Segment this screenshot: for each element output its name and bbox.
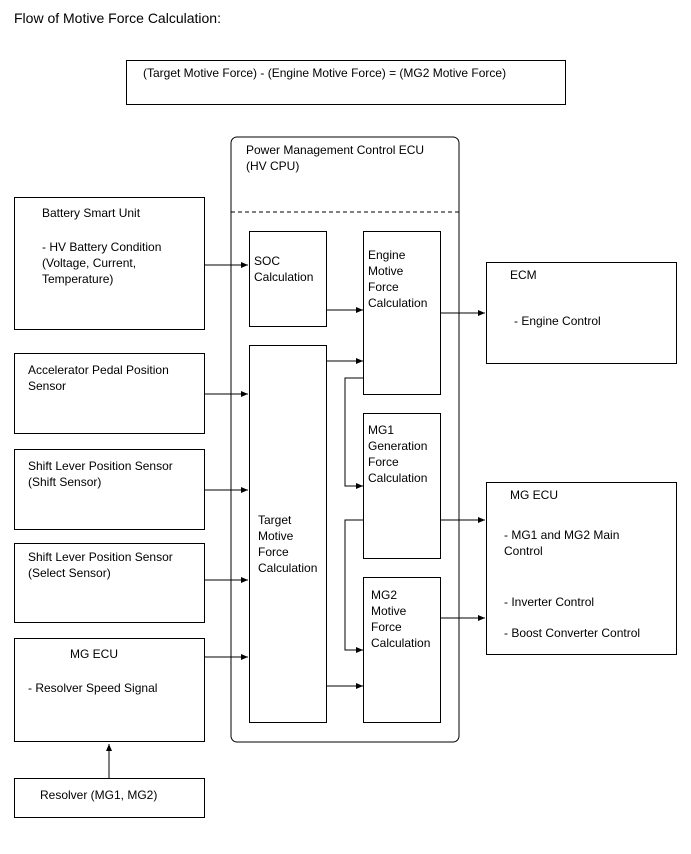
soc-line-2: Calculation xyxy=(254,270,314,284)
battery-line-3: Temperature) xyxy=(42,272,114,286)
mg-ecu-output-box xyxy=(486,482,677,655)
mg-ecu-output-line-4: - Boost Converter Control xyxy=(504,626,641,640)
page-title: Flow of Motive Force Calculation: xyxy=(14,10,221,26)
resolver-box xyxy=(14,778,205,818)
engine-line-1: Engine xyxy=(368,248,406,262)
shift-line-1: Shift Lever Position Sensor xyxy=(28,459,173,473)
engine-line-3: Force xyxy=(368,280,399,294)
formula-text: (Target Motive Force) - (Engine Motive F… xyxy=(143,66,507,80)
select-line-1: Shift Lever Position Sensor xyxy=(28,550,173,564)
ecu-container xyxy=(230,136,460,743)
target-line-2: Motive xyxy=(258,529,294,543)
target-line-1: Target xyxy=(258,513,292,527)
mg-ecu-output-title: MG ECU xyxy=(510,488,558,502)
mg1-line-2: Generation xyxy=(368,439,428,453)
accel-line-1: Accelerator Pedal Position xyxy=(28,363,169,377)
mg1-line-4: Calculation xyxy=(368,471,428,485)
shift-sensor-box xyxy=(14,449,205,530)
soc-line-1: SOC xyxy=(254,254,281,268)
engine-motive-force-box xyxy=(363,231,441,395)
target-line-3: Force xyxy=(258,545,289,559)
ecu-subtitle: (HV CPU) xyxy=(246,159,300,173)
resolver-label: Resolver (MG1, MG2) xyxy=(40,788,158,802)
soc-calculation-box xyxy=(249,231,327,327)
battery-line-2: (Voltage, Current, xyxy=(42,256,137,270)
ecm-title: ECM xyxy=(510,268,537,282)
mg-ecu-input-line: - Resolver Speed Signal xyxy=(28,681,158,695)
mg1-generation-force-box xyxy=(363,413,441,559)
mg-ecu-input-title: MG ECU xyxy=(70,647,118,661)
ecm-line: - Engine Control xyxy=(514,314,601,328)
mg2-motive-force-box xyxy=(363,577,441,723)
mg1-line-1: MG1 xyxy=(368,423,395,437)
shift-line-2: (Shift Sensor) xyxy=(28,475,102,489)
mg-ecu-input-box xyxy=(14,638,205,742)
formula-box xyxy=(126,60,566,105)
mg1-line-3: Force xyxy=(368,455,399,469)
ecm-box xyxy=(486,262,677,364)
mg-ecu-output-line-2: Control xyxy=(504,544,543,558)
mg-ecu-output-line-3: - Inverter Control xyxy=(504,595,595,609)
ecu-title: Power Management Control ECU xyxy=(246,143,425,157)
arrow-engine-mg1 xyxy=(344,377,363,489)
engine-line-4: Calculation xyxy=(368,296,428,310)
mg2-line-3: Force xyxy=(371,620,402,634)
select-sensor-box xyxy=(14,543,205,623)
battery-smart-unit-box xyxy=(14,197,205,330)
mg2-line-2: Motive xyxy=(371,604,407,618)
mg2-line-4: Calculation xyxy=(371,636,431,650)
target-line-4: Calculation xyxy=(258,561,318,575)
mg2-line-1: MG2 xyxy=(371,588,398,602)
mg-ecu-output-line-1: - MG1 and MG2 Main xyxy=(504,528,620,542)
engine-line-2: Motive xyxy=(368,264,404,278)
target-motive-force-box xyxy=(249,345,327,723)
battery-title: Battery Smart Unit xyxy=(42,206,141,220)
select-line-2: (Select Sensor) xyxy=(28,566,111,580)
accelerator-sensor-box xyxy=(14,353,205,434)
accel-line-2: Sensor xyxy=(28,379,67,393)
battery-line-1: - HV Battery Condition xyxy=(42,240,162,254)
arrow-mg1-mg2 xyxy=(344,519,363,653)
